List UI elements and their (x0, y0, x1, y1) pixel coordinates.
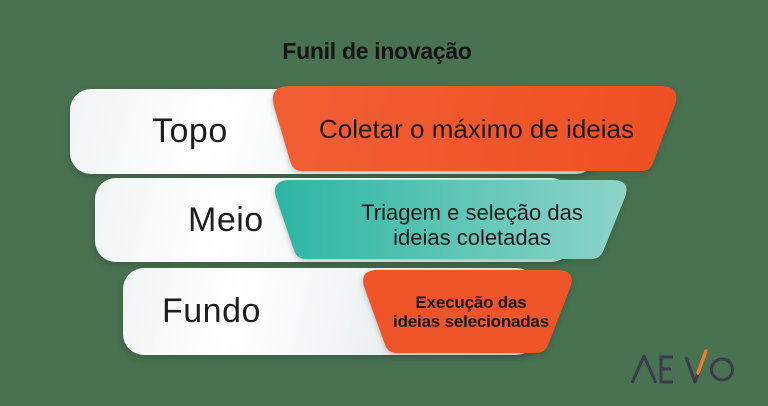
logo-letter-o (710, 357, 734, 382)
stage-desc-fundo: Execução das ideias selecionadas (380, 270, 562, 353)
stage-desc-fundo-line2: ideias selecionadas (393, 311, 549, 331)
stage-label-topo-text: Topo (152, 112, 228, 150)
stage-desc-meio-line1: Triagem e seleção das (361, 199, 583, 225)
logo-letter-a (630, 354, 658, 384)
stage-label-fundo: Fundo (162, 268, 261, 355)
stage-desc-topo: Coletar o máximo de ideias (270, 86, 683, 171)
stage-label-topo: Topo (152, 89, 228, 174)
logo-letter-v (684, 356, 705, 384)
logo-letter-e (659, 355, 673, 384)
stage-label-fundo-text: Fundo (162, 292, 261, 330)
stage-label-meio: Meio (188, 178, 264, 262)
stage-desc-meio: Triagem e seleção das ideias coletadas (292, 185, 652, 264)
stage-label-meio-text: Meio (188, 200, 264, 239)
stage-desc-fundo-line1: Execução das (415, 292, 527, 312)
logo-accent-mark (696, 349, 708, 375)
page-title: Funil de inovação (282, 38, 472, 64)
stage-desc-topo-line: Coletar o máximo de ideias (318, 113, 635, 144)
stage-desc-meio-line2: ideias coletadas (393, 224, 551, 250)
